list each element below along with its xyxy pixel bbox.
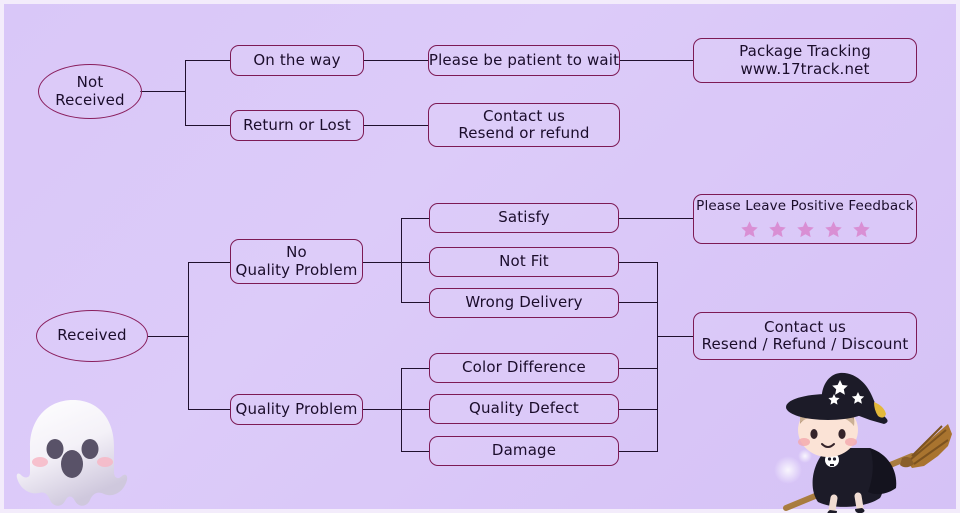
star-icon xyxy=(768,220,787,239)
background-panel xyxy=(4,4,956,509)
connector-merge-spine xyxy=(657,262,659,452)
connector-noquality-to-wrongdelivery xyxy=(401,302,429,304)
connector-pleasewait-to-tracking xyxy=(619,60,693,62)
connector-ontheway-to-pleasewait xyxy=(363,60,429,62)
node-contact-resend-refund-discount[interactable]: Contact us Resend / Refund / Discount xyxy=(693,312,917,360)
node-no-quality-problem[interactable]: No Quality Problem xyxy=(230,239,363,284)
node-label-line: Quality Defect xyxy=(469,399,579,418)
node-label-line: Satisfy xyxy=(498,208,550,227)
witch-on-broom-illustration xyxy=(762,372,954,513)
connector-noquality-to-notfit xyxy=(401,262,429,264)
node-label-line: No xyxy=(286,243,307,262)
node-quality-problem[interactable]: Quality Problem xyxy=(230,394,363,425)
connector-notreceived-to-ontheway xyxy=(185,60,230,62)
connector-notfit-to-merge xyxy=(619,262,657,264)
connector-noquality-to-satisfy xyxy=(401,218,429,220)
connector-notreceived-bracket xyxy=(185,60,187,126)
node-received[interactable]: Received xyxy=(36,310,148,362)
node-return-or-lost[interactable]: Return or Lost xyxy=(230,110,364,141)
connector-received-to-quality xyxy=(188,409,230,411)
node-label-line: Quality Problem xyxy=(235,399,358,418)
connector-quality-to-qualitydefect xyxy=(401,409,429,411)
node-not-received[interactable]: Not Received xyxy=(38,64,142,119)
star-icon xyxy=(852,220,871,239)
node-label-line: Not Fit xyxy=(499,252,549,271)
connector-received-to-noquality xyxy=(188,262,230,264)
node-damage[interactable]: Damage xyxy=(429,436,619,466)
star-icon xyxy=(824,220,843,239)
node-not-fit[interactable]: Not Fit xyxy=(429,247,619,277)
node-label-line: Quality Problem xyxy=(235,260,358,279)
node-wrong-delivery[interactable]: Wrong Delivery xyxy=(429,288,619,318)
node-color-difference[interactable]: Color Difference xyxy=(429,353,619,383)
node-label-line: Return or Lost xyxy=(243,115,351,134)
node-label-line: On the way xyxy=(253,50,341,69)
node-label-line: Wrong Delivery xyxy=(465,293,583,312)
connector-colordifference-to-merge xyxy=(619,368,657,370)
star-icon xyxy=(796,220,815,239)
node-label-line: Contact us xyxy=(483,106,565,125)
connector-notreceived-to-returnorlost xyxy=(185,125,230,127)
node-label-line: Not xyxy=(76,73,104,92)
connector-damage-to-merge xyxy=(619,451,657,453)
node-label-line: Resend / Refund / Discount xyxy=(701,335,909,353)
node-label-line: Contact us xyxy=(764,317,846,336)
node-quality-defect[interactable]: Quality Defect xyxy=(429,394,619,424)
node-package-tracking[interactable]: Package Tracking www.17track.net xyxy=(693,38,917,83)
node-label-line: Received xyxy=(57,326,127,345)
connector-noquality-bracket xyxy=(401,218,403,303)
node-label-line: Please Leave Positive Feedback xyxy=(696,198,914,215)
connector-qualitydefect-to-merge xyxy=(619,409,657,411)
connector-notreceived-stem xyxy=(140,91,185,93)
node-label-line: Please be patient to wait xyxy=(428,50,620,69)
node-contact-resend-or-refund[interactable]: Contact us Resend or refund xyxy=(428,103,620,147)
node-label-line: Package Tracking xyxy=(739,42,871,61)
connector-noquality-stem xyxy=(363,262,401,264)
connector-quality-stem xyxy=(363,409,401,411)
node-label-line: Received xyxy=(55,90,125,109)
connector-satisfy-to-feedback xyxy=(619,218,693,220)
connector-received-bracket xyxy=(188,262,190,410)
node-label-line: Resend or refund xyxy=(458,124,590,142)
connector-received-stem xyxy=(148,336,188,338)
node-please-be-patient-to-wait[interactable]: Please be patient to wait xyxy=(428,45,620,76)
star-icon xyxy=(740,220,759,239)
connector-wrongdelivery-to-merge xyxy=(619,302,657,304)
connector-quality-to-damage xyxy=(401,451,429,453)
node-label-line: Damage xyxy=(491,441,557,460)
ghost-illustration xyxy=(14,394,132,509)
node-please-leave-positive-feedback[interactable]: Please Leave Positive Feedback xyxy=(693,194,917,244)
node-label-line: www.17track.net xyxy=(740,59,870,78)
node-on-the-way[interactable]: On the way xyxy=(230,45,364,76)
connector-merge-to-contactdiscount xyxy=(657,336,693,338)
connector-returnorlost-to-contact xyxy=(363,125,429,127)
node-satisfy[interactable]: Satisfy xyxy=(429,203,619,233)
star-rating xyxy=(740,220,871,239)
connector-quality-to-colordifference xyxy=(401,368,429,370)
node-label-line: Color Difference xyxy=(462,358,586,377)
